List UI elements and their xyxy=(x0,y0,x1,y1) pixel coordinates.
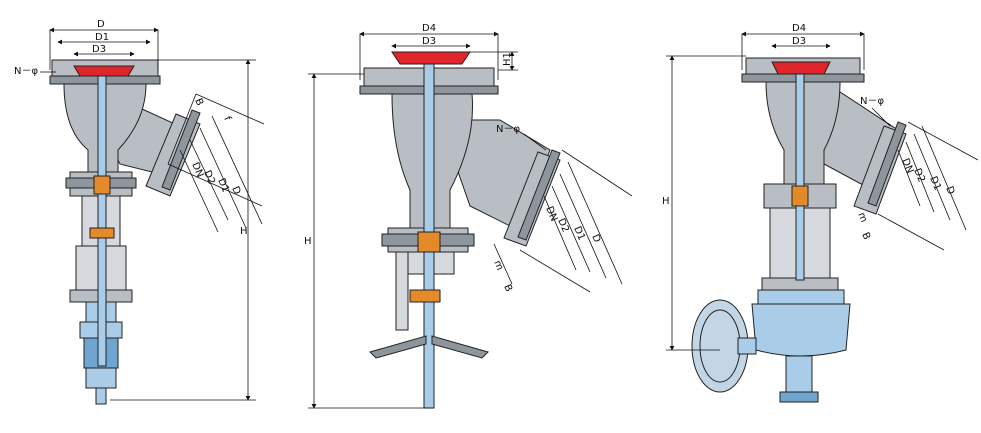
valve-3-label-d4: D4 xyxy=(792,23,806,34)
valve-1: D D1 D3 N－φ B f DN D2 D1 D H xyxy=(14,19,265,405)
valve-3-label-h: H xyxy=(662,196,670,207)
valve-2-packing xyxy=(409,231,441,303)
valve-3-n-phi-callout: N－φ xyxy=(860,96,891,127)
valve-2-label-m: m xyxy=(491,259,505,272)
valve-1-packing xyxy=(89,175,115,239)
valve-3-label-b: B xyxy=(859,231,872,242)
valve-2-h1-dim: H1 xyxy=(470,51,518,71)
valve-2-top-dims: D4 D3 xyxy=(359,23,499,80)
valve-1-label-d1: D1 xyxy=(95,32,109,43)
valve-3-branch-dims: DN D2 D1 D m B xyxy=(855,121,979,251)
valve-1-n-phi-callout: N－φ xyxy=(14,66,56,77)
valve-2-label-d3: D3 xyxy=(422,36,436,47)
valve-3: D4 D3 N－φ DN D2 D1 D m B H xyxy=(662,23,979,403)
valve-2-label-dn: DN xyxy=(543,205,559,223)
valve-1-label-db: D xyxy=(229,185,242,197)
valve-1-top-dims: D D1 D3 xyxy=(49,19,159,70)
valve-1-height-dim: H xyxy=(110,59,256,401)
valve-2-label-h: H xyxy=(304,236,312,247)
valve-3-stem xyxy=(795,61,805,281)
valve-2-handwheel-top xyxy=(391,51,471,65)
valve-2-branch-dims: DN D2 D1 D m B xyxy=(491,149,633,294)
valve-3-label-d2: D2 xyxy=(911,167,927,184)
valve-3-label-m: m xyxy=(855,211,869,224)
valve-2-label-d: D xyxy=(589,233,602,245)
valve-1-label-d1b: D1 xyxy=(215,177,231,194)
valve-2-branch-body xyxy=(439,119,561,247)
valve-3-label-dn: DN xyxy=(899,157,915,175)
valve-3-label-n-phi: N－φ xyxy=(860,96,884,107)
valve-1-label-d2: D2 xyxy=(201,169,217,186)
valve-2-height-dim: H xyxy=(304,73,430,409)
valve-2-label-d1: D1 xyxy=(571,225,587,242)
valve-3-gear-operator xyxy=(691,289,851,403)
valve-1-handwheel-top xyxy=(73,65,135,77)
valve-3-label-d3: D3 xyxy=(792,36,806,47)
valve-1-label-f: f xyxy=(221,115,233,123)
valve-1-stem xyxy=(97,65,107,367)
valve-2-handle xyxy=(369,335,489,359)
valve-1-label-dn: DN xyxy=(189,161,205,179)
valve-2-label-h1: H1 xyxy=(502,52,513,66)
valve-2-label-b: B xyxy=(501,283,514,294)
valve-2-n-phi-callout: N－φ xyxy=(496,124,547,151)
valve-3-height-dim: H xyxy=(662,55,746,351)
valve-3-handwheel-top xyxy=(771,61,831,75)
valve-2-label-d2: D2 xyxy=(555,217,571,234)
valve-3-top-dims: D4 D3 xyxy=(741,23,865,70)
valve-1-label-b: B xyxy=(192,97,205,108)
valve-2-label-d4: D4 xyxy=(422,23,436,34)
valve-1-label-h: H xyxy=(240,226,248,237)
valve-3-label-d: D xyxy=(943,185,956,197)
valve-1-label-n-phi: N－φ xyxy=(14,66,38,77)
valve-1-label-d: D xyxy=(97,19,105,30)
valve-1-label-d3: D3 xyxy=(92,44,106,55)
valve-1-branch-dims: B f DN D2 D1 D xyxy=(167,93,265,233)
valve-2: D4 D3 H1 N－φ DN D2 D1 D m B xyxy=(304,23,633,409)
valve-3-packing xyxy=(791,185,809,207)
valve-2-label-n-phi: N－φ xyxy=(496,124,520,135)
valve-3-label-d1: D1 xyxy=(927,175,943,192)
